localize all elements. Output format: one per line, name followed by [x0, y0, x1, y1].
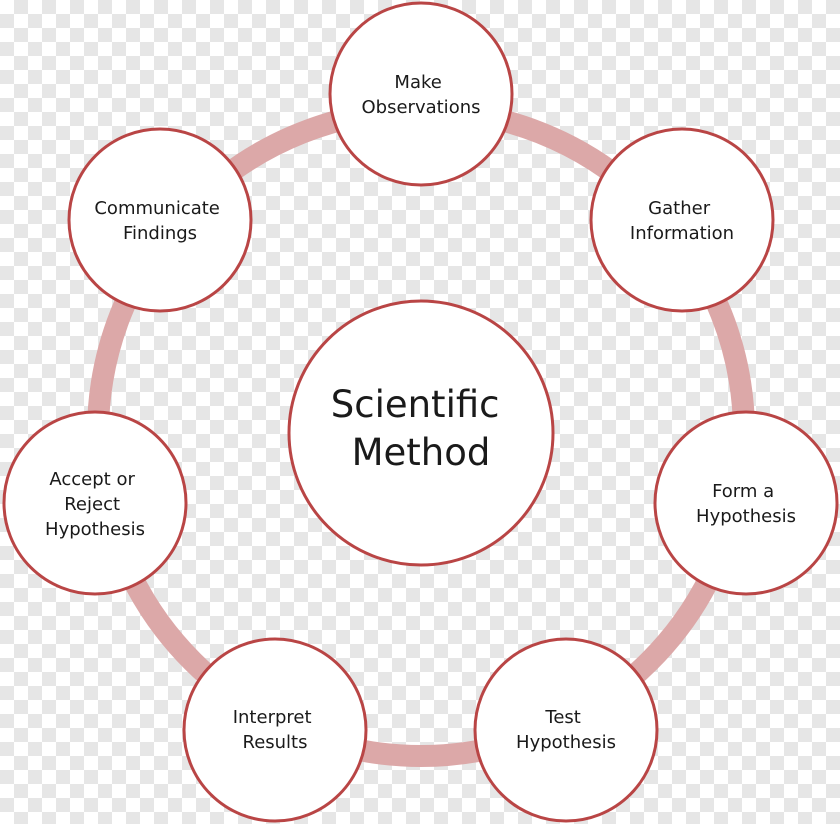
- step-label: Interpret Results: [233, 707, 318, 753]
- step-label-line: Reject: [64, 494, 120, 515]
- step-circle: [2, 410, 188, 596]
- step-label-line: Form a: [712, 481, 774, 502]
- step-label-line: Information: [630, 223, 734, 244]
- step-circle: [653, 410, 839, 596]
- step-circle: [473, 637, 659, 823]
- step-label: Communicate Findings: [94, 198, 225, 244]
- step-node-make-observations: Make Observations: [328, 1, 514, 187]
- center-title-line: Method: [352, 431, 491, 474]
- step-label-line: Accept or: [49, 469, 135, 490]
- step-label: Test Hypothesis: [516, 707, 616, 753]
- step-label-line: Hypothesis: [696, 506, 796, 527]
- step-circle: [328, 1, 514, 187]
- step-node-form-a-hypothesis: Form a Hypothesis: [653, 410, 839, 596]
- center-title: Scientific Method: [331, 383, 512, 474]
- step-label-line: Test: [544, 707, 580, 728]
- center-circle: [287, 299, 555, 567]
- step-label: Accept or Reject Hypothesis: [45, 469, 145, 540]
- step-label-line: Hypothesis: [516, 732, 616, 753]
- step-label-line: Findings: [123, 223, 197, 244]
- step-label: Make Observations: [362, 72, 481, 118]
- step-label-line: Make: [394, 72, 441, 93]
- step-node-test-hypothesis: Test Hypothesis: [473, 637, 659, 823]
- step-node-gather-information: Gather Information: [589, 127, 775, 313]
- step-label-line: Communicate: [94, 198, 220, 219]
- step-label-line: Hypothesis: [45, 519, 145, 540]
- step-node-accept-or-reject-hypothesis: Accept or Reject Hypothesis: [2, 410, 188, 596]
- step-label-line: Gather: [648, 198, 711, 219]
- step-circle: [182, 637, 368, 823]
- center-node: Scientific Method: [287, 299, 555, 567]
- step-node-interpret-results: Interpret Results: [182, 637, 368, 823]
- step-node-communicate-findings: Communicate Findings: [67, 127, 253, 313]
- center-title-line: Scientific: [331, 383, 500, 426]
- step-label-line: Results: [243, 732, 308, 753]
- step-label: Form a Hypothesis: [696, 481, 796, 527]
- step-circle: [589, 127, 775, 313]
- step-label-line: Observations: [362, 97, 481, 118]
- step-label-line: Interpret: [233, 707, 312, 728]
- step-circle: [67, 127, 253, 313]
- step-label: Gather Information: [630, 198, 734, 244]
